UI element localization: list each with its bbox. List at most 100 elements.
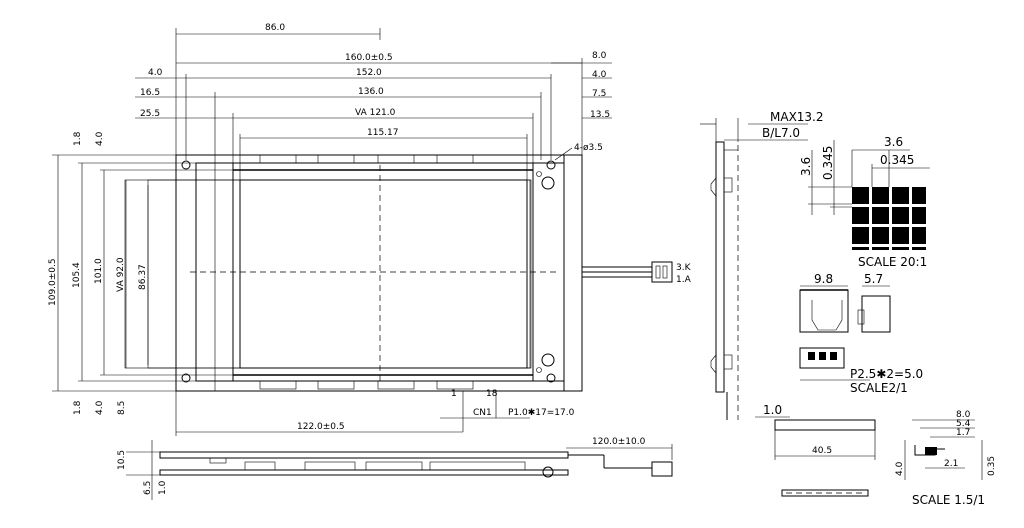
dim-max-13-2: MAX13.2 [770,110,824,124]
edge-part-1 [209,457,227,464]
side-pcb [715,141,725,393]
module-outline [175,154,583,392]
dim-152: 152.0 [356,68,382,78]
edge-part-3 [304,461,356,471]
pin-18-label: 18 [486,389,498,399]
dim-edge-105: 10.5 [117,450,127,470]
connector-dim-5-7: 5.7 [864,272,883,286]
edge-part-4 [365,461,423,471]
dim-left-4: 4.0 [148,68,163,78]
dim-va92: VA 92.0 [116,257,126,292]
wire-k-label: 3.K [676,263,692,273]
dim-va121: VA 121.0 [355,108,396,118]
edge-boss [542,466,554,478]
pixel-dim-3-6: 3.6 [884,135,903,149]
connector-detail: 9.8 5.7 P2.5✱2=5.0 SCALE2/1 [799,272,923,395]
mounting-hole-tr [546,160,556,170]
pin-1-label: 1 [451,389,457,399]
fpc-connector-top [774,419,876,431]
dim-edge-10: 1.0 [158,480,168,495]
hole-note: 4-ø3.5 [574,143,603,153]
bottom-tab-4 [436,380,474,390]
pin-top [536,171,542,177]
cn1-label: CN1 [473,408,492,418]
dim-right-4: 4.0 [592,70,607,80]
fpc-dim-1-7: 1.7 [956,428,970,438]
edge-top-plate [159,451,569,459]
front-view: 3.K 1.A 1 18 CN1 P1.0✱17=17.0 86.0 160.0… [48,23,692,436]
viewing-area [239,179,528,369]
side-tab-top [723,177,733,193]
bottom-tab-3 [377,380,415,390]
led-boss-bottom [541,353,555,367]
backlight-connector [651,261,673,283]
left-offset-dimensions: 4.0 16.5 25.5 [135,68,233,119]
bottom-tab-2 [317,380,355,390]
fpc-dim-4: 4.0 [895,461,905,476]
mounting-hole-br [546,373,556,383]
viewing-area-frame [124,179,531,369]
edge-connector [651,461,673,477]
pin-bottom [536,367,542,373]
dim-right-135: 13.5 [590,110,610,120]
dim-right-8: 8.0 [592,51,607,61]
fpc-dim-2-1: 2.1 [944,459,958,469]
fpc-dim-1-0: 1.0 [763,403,782,417]
top-tab-2 [317,154,355,164]
dim-160: 160.0±0.5 [345,53,393,63]
dim-left-165: 16.5 [140,88,160,98]
dim-bl-7: B/L7.0 [762,126,800,140]
right-offset-dimensions: 8.0 4.0 7.5 13.5 4-ø3.5 [551,51,612,161]
dim-136: 136.0 [358,87,384,97]
top-tab-1 [259,154,297,164]
fpc-dim-40-5: 40.5 [812,446,832,456]
fpc-dim-8: 8.0 [956,410,971,420]
left-vertical-dimensions: 109.0±0.5 105.4 101.0 VA 92.0 86.37 1.8 … [48,131,233,415]
connector-pin-b [662,265,668,279]
fpc-scale: SCALE 1.5/1 [912,493,985,507]
dim-top-18: 1.8 [73,131,83,146]
bottom-tab-1 [259,380,297,390]
mounting-hole-bl [181,373,191,383]
side-tab-bottom [723,354,733,370]
side-view: MAX13.2 B/L7.0 [700,110,824,420]
dim-122: 122.0±0.5 [297,422,345,432]
dim-right-75: 7.5 [592,89,606,99]
dim-bottom-18: 1.8 [73,400,83,415]
pixel-scale-label: SCALE 20:1 [858,255,927,269]
pixel-dim-0-345-v: 0.345 [821,146,835,180]
edge-part-5 [429,461,526,471]
edge-part-2 [244,461,276,471]
active-area-frame [147,179,532,369]
pixel-grid [852,187,926,250]
connector-bottom [799,347,845,369]
wire-a-label: 1.A [676,275,692,285]
cn1-pitch-label: P1.0✱17=17.0 [508,408,575,418]
pixel-dim-3-6-v: 3.6 [799,157,813,176]
led-boss-top [541,176,555,190]
dim-86: 86.0 [265,23,285,33]
dim-edge-65: 6.5 [143,481,153,495]
dim-1054: 105.4 [72,262,82,288]
dim-8637: 86.37 [138,264,148,290]
frame-side-block [563,154,583,392]
fpc-dim-0-35: 0.35 [987,456,997,476]
top-dimensions: 86.0 160.0±0.5 152.0 136.0 VA 121.0 115.… [175,23,583,180]
top-tab-4 [436,154,474,164]
bottom-view: 120.0±10.0 10.5 6.5 1.0 [117,437,673,500]
top-tab-3 [377,154,415,164]
fpc-dim-5-4: 5.4 [956,419,971,429]
dim-115: 115.17 [367,128,399,138]
fpc-detail: 1.0 40.5 8.0 5.4 1.7 4.0 2.1 0.35 SCALE … [755,403,997,507]
connector-front [799,289,849,333]
dim-top-4: 4.0 [95,131,105,146]
dim-bottom-4: 4.0 [95,400,105,415]
fpc-connector-bottom [781,489,869,497]
dim-109: 109.0±0.5 [48,258,58,306]
connector-dim-9-8: 9.8 [814,272,833,286]
dim-120: 120.0±10.0 [592,437,646,447]
dim-101: 101.0 [94,258,104,284]
dim-left-255: 25.5 [140,109,160,119]
dim-bottom-85: 8.5 [117,401,127,415]
